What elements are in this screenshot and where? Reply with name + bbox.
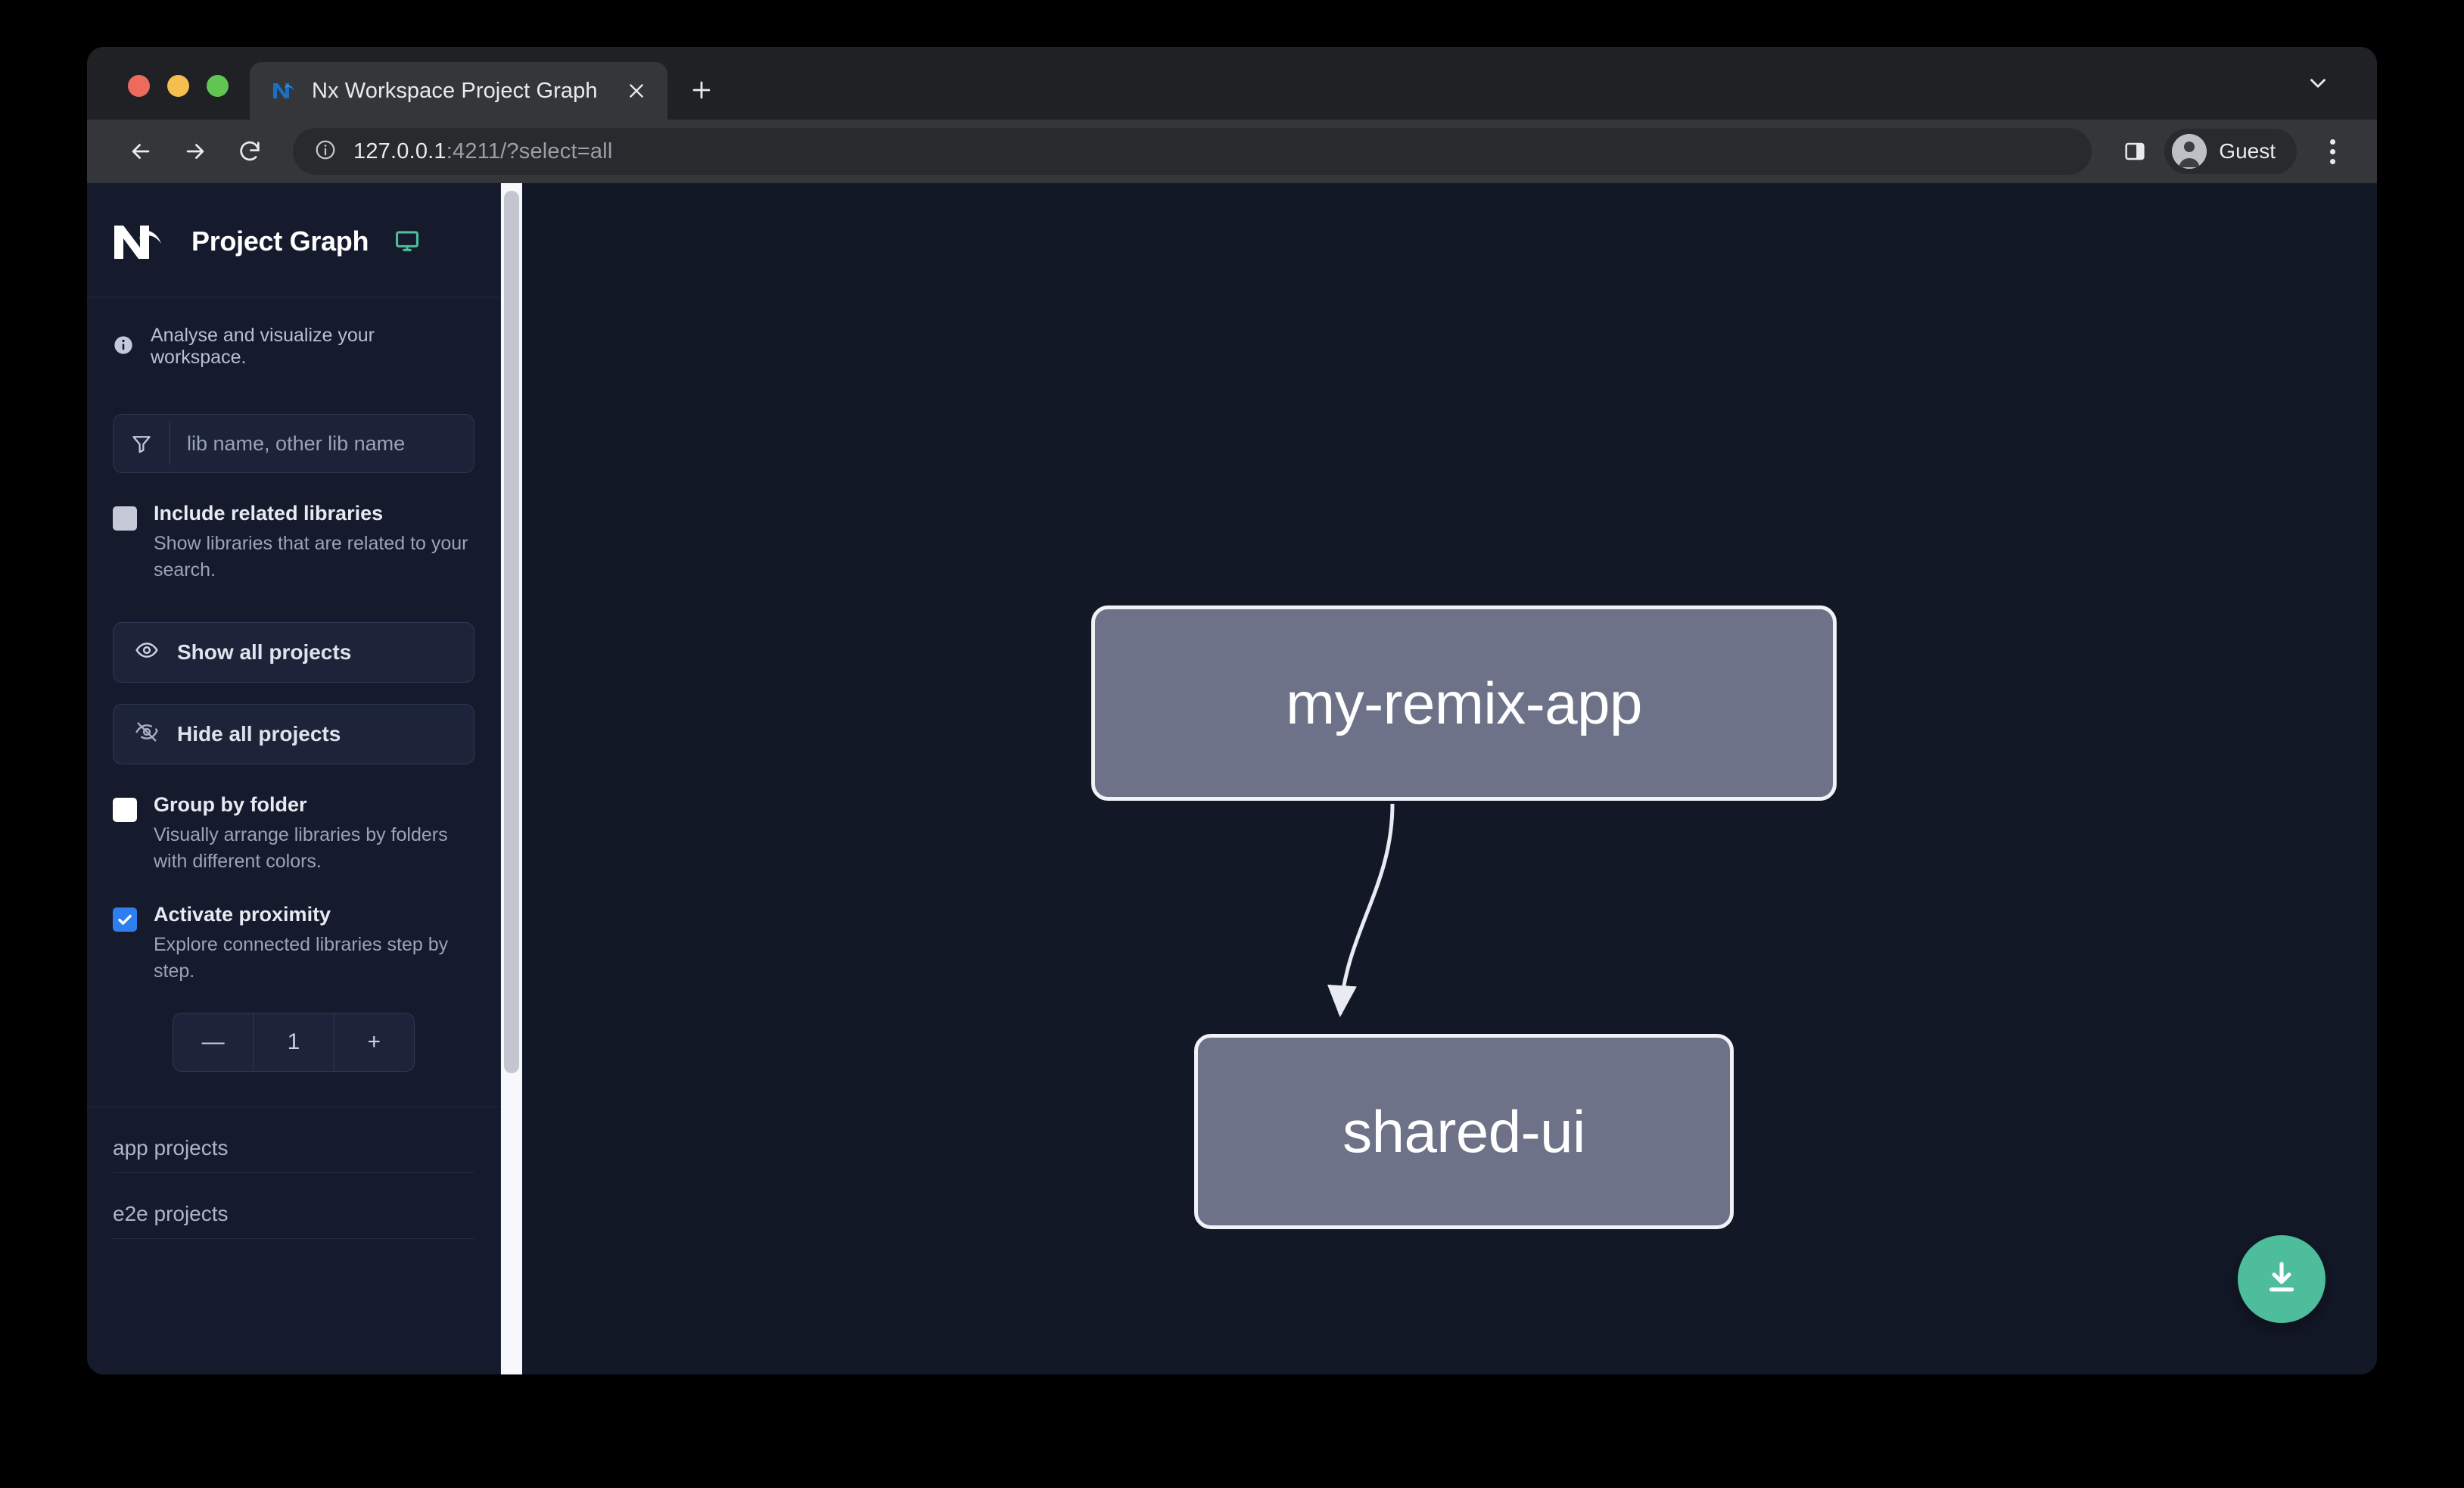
option-include-related-libraries[interactable]: Include related libraries Show libraries… [87,502,500,583]
account-avatar-icon [2172,134,2207,169]
monitor-icon[interactable] [394,229,420,254]
tab-strip: Nx Workspace Project Graph [87,47,2377,120]
nx-logo-icon [113,223,170,260]
chevron-down-icon[interactable] [2301,67,2335,100]
sidebar-section-e2e-projects[interactable]: e2e projects [113,1173,474,1240]
info-circle-icon[interactable] [314,139,337,165]
close-icon[interactable] [621,75,652,107]
eye-off-icon [135,720,159,749]
option-label: Activate proximity [154,903,331,926]
search-input[interactable] [170,422,474,465]
filter-input-wrapper [113,414,474,473]
nx-sidebar: Project Graph Analyse and visual [87,183,501,1374]
download-icon [2261,1257,2302,1302]
checkbox-include-related-libraries[interactable] [113,506,137,531]
browser-tab[interactable]: Nx Workspace Project Graph [250,62,667,120]
maximize-window-button[interactable] [207,75,229,97]
eye-icon [135,638,159,668]
download-button[interactable] [2238,1235,2326,1323]
info-circle-icon [113,335,134,360]
page-title: Project Graph [191,226,369,257]
show-all-projects-button[interactable]: Show all projects [113,622,474,683]
show-all-projects-label: Show all projects [177,640,352,665]
sidebar-section-label: e2e projects [113,1202,229,1226]
hide-all-projects-label: Hide all projects [177,722,341,746]
project-graph-canvas[interactable]: my-remix-app shared-ui [522,183,2377,1374]
proximity-stepper: — 1 + [173,1013,415,1072]
graph-node-label: shared-ui [1342,1097,1585,1165]
browser-toolbar: 127.0.0.1:4211/?select=all Guest [87,120,2377,183]
profile-label: Guest [2219,139,2276,163]
option-activate-proximity[interactable]: Activate proximity Explore connected lib… [87,903,500,984]
option-label: Group by folder [154,793,307,817]
filter-funnel-icon [114,432,170,455]
nx-logo-icon [271,78,297,104]
url-text: 127.0.0.1:4211/?select=all [353,139,612,164]
tab-title: Nx Workspace Project Graph [312,78,598,103]
proximity-value: 1 [253,1013,333,1072]
new-tab-button[interactable] [681,70,722,111]
minimize-window-button[interactable] [167,75,189,97]
graph-node-label: my-remix-app [1286,669,1642,736]
tagline-text: Analyse and visualize your workspace. [151,325,375,368]
checkbox-activate-proximity[interactable] [113,907,137,932]
checkbox-group-by-folder[interactable] [113,798,137,823]
option-description: Visually arrange libraries by folders wi… [154,824,448,872]
url-host: 127.0.0.1 [353,139,446,163]
tagline-row: Analyse and visualize your workspace. [87,297,500,369]
option-description: Explore connected libraries step by step… [154,934,449,982]
reload-icon[interactable] [226,128,273,175]
sidebar-section-app-projects[interactable]: app projects [113,1107,474,1174]
sidebar-scrollbar-track[interactable] [501,183,522,1374]
window-traffic-lights [87,75,229,120]
browser-window: Nx Workspace Project Graph [87,47,2377,1374]
sidebar-scrollbar-thumb[interactable] [504,191,519,1073]
graph-edge-my-remix-app-to-shared-ui [1327,803,1395,1017]
url-path: :4211/?select=all [446,139,613,163]
option-group-by-folder[interactable]: Group by folder Visually arrange librari… [87,793,500,874]
profile-button[interactable]: Guest [2164,129,2297,174]
close-window-button[interactable] [128,75,150,97]
proximity-decrement-button[interactable]: — [201,1029,225,1055]
back-arrow-icon[interactable] [117,128,164,175]
kebab-menu-icon[interactable] [2310,129,2354,173]
graph-node-shared-ui[interactable]: shared-ui [1194,1034,1734,1229]
forward-arrow-icon[interactable] [172,128,219,175]
graph-node-my-remix-app[interactable]: my-remix-app [1091,605,1837,801]
side-panel-icon[interactable] [2113,129,2157,173]
option-label: Include related libraries [154,502,384,525]
address-bar[interactable]: 127.0.0.1:4211/?select=all [293,128,2092,175]
proximity-increment-button[interactable]: + [333,1013,414,1072]
option-description: Show libraries that are related to your … [154,533,468,581]
page-viewport: Project Graph Analyse and visual [87,183,2377,1374]
sidebar-section-label: app projects [113,1136,229,1160]
hide-all-projects-button[interactable]: Hide all projects [113,704,474,765]
sidebar-header: Project Graph [87,183,500,297]
